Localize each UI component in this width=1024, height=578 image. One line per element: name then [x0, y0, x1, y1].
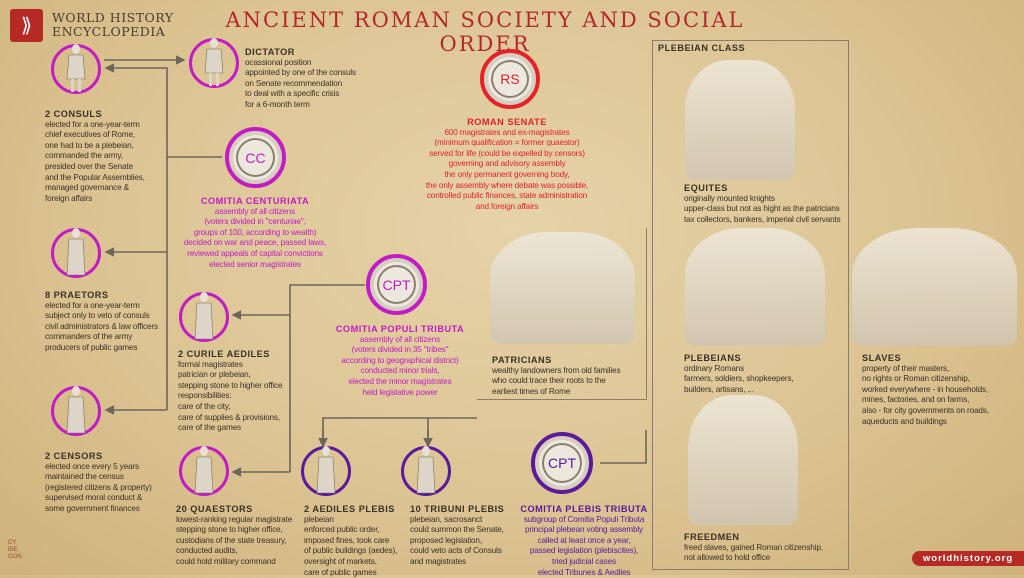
comitia-centuriata-seal: CC	[225, 127, 286, 188]
slaves-relief-image	[852, 228, 1017, 346]
patricians-panel	[477, 228, 647, 400]
aediles-plebis-portrait	[301, 446, 351, 496]
comitia-populi-tributa-seal: CPT	[366, 254, 427, 315]
statue-figure-icon	[66, 228, 86, 276]
roman-senate-seal: RS	[480, 49, 540, 109]
dictator-portrait	[189, 38, 239, 88]
quaestors-portrait	[179, 446, 229, 496]
page-title: ANCIENT ROMAN SOCIETY AND SOCIAL ORDER	[225, 8, 745, 56]
artist-signature: CY BIE GON	[8, 540, 22, 560]
patricians-relief-image	[490, 232, 635, 344]
statue-figure-icon	[316, 446, 336, 494]
statue-figure-icon	[194, 292, 214, 340]
praetors-portrait	[51, 228, 101, 278]
equites-relief-image	[685, 60, 795, 180]
plebeians-relief-image	[685, 228, 825, 346]
freedmen-relief-image	[688, 395, 798, 525]
worldhistory-link[interactable]: worldhistory.org	[912, 551, 1024, 566]
consuls-portrait	[51, 44, 101, 94]
statue-figure-icon	[194, 446, 214, 494]
statue-figure-icon	[66, 386, 86, 434]
plebeian-class-panel	[652, 40, 849, 570]
statue-figure-icon	[66, 44, 86, 92]
statue-figure-icon	[204, 38, 224, 86]
world-history-encyclopedia-logo[interactable]: ⟫	[10, 9, 43, 42]
plebeian-class-label: PLEBEIAN CLASS	[658, 43, 746, 53]
statue-figure-icon	[416, 446, 436, 494]
tribuni-plebis-portrait	[401, 446, 451, 496]
censors-portrait	[51, 386, 101, 436]
comitia-plebis-tributa-seal: CPT	[531, 432, 593, 494]
curile-aediles-portrait	[179, 292, 229, 342]
